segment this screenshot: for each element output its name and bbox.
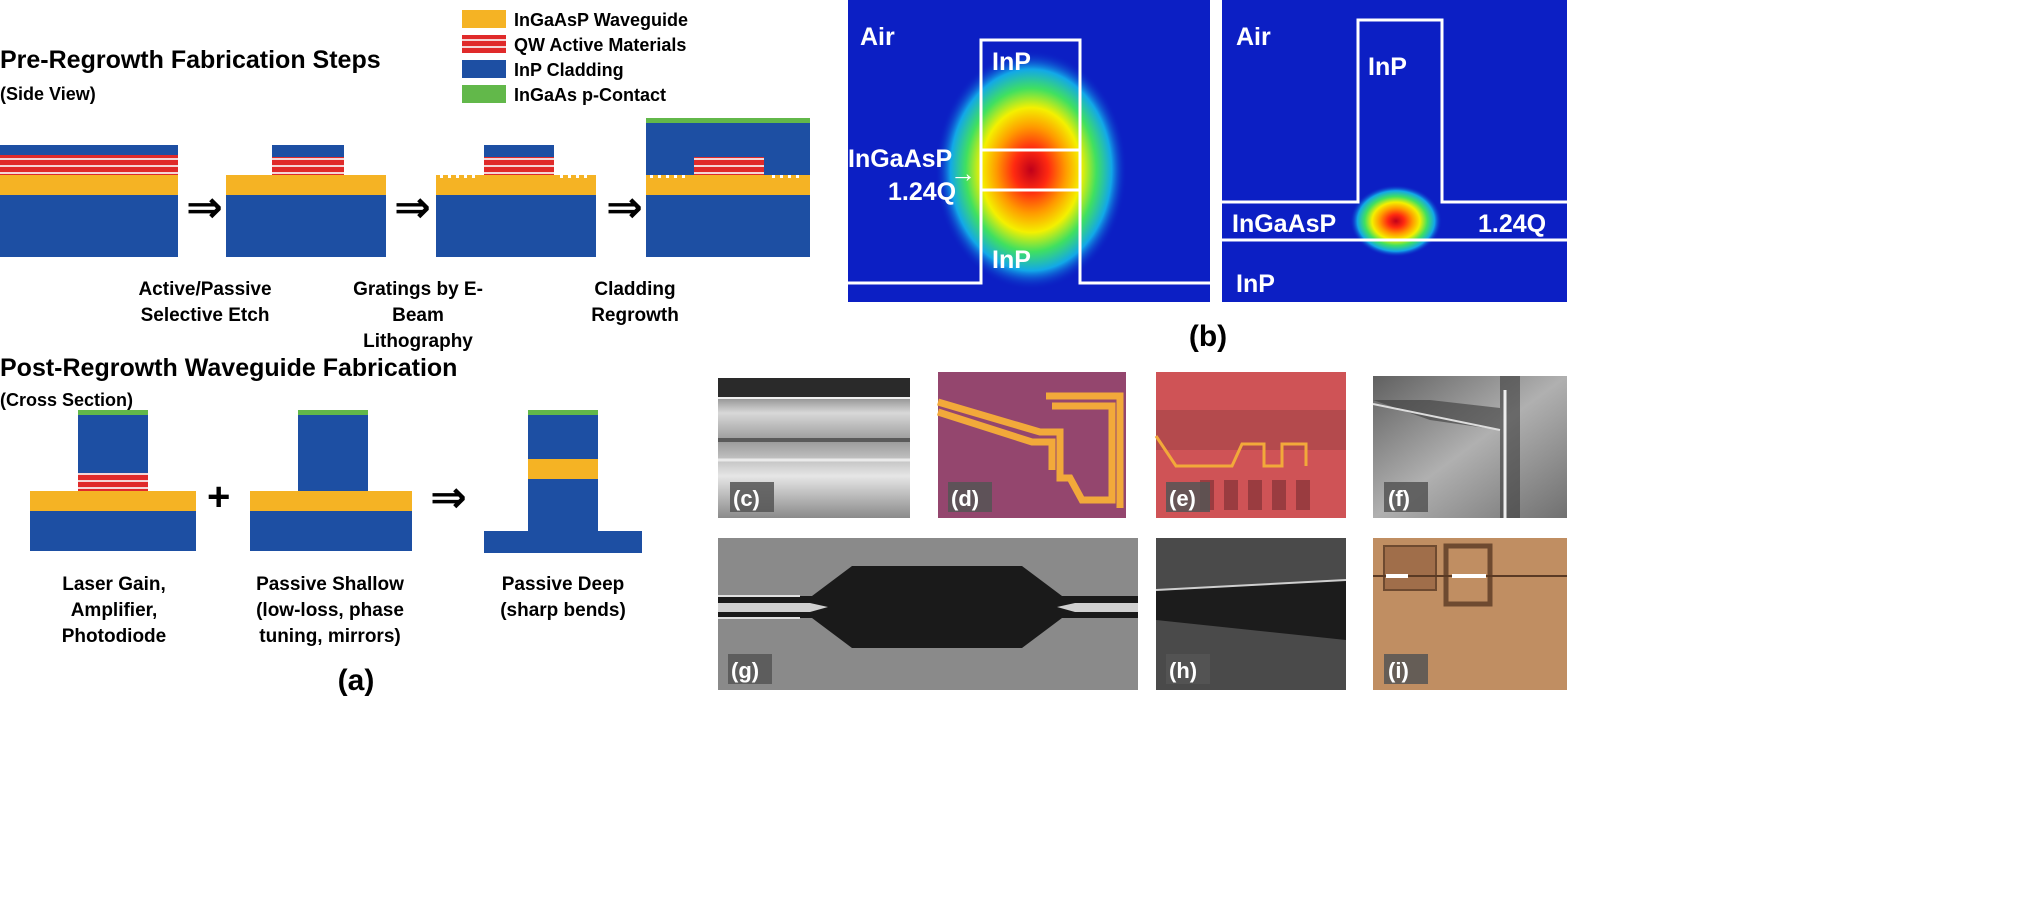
mode-plot-shallow: Air InP InGaAsP 1.24Q InP: [1222, 0, 1567, 302]
step-label-regrowth: Cladding Regrowth: [591, 279, 679, 326]
svg-text:Passive Deep: Passive Deep: [502, 574, 625, 595]
micrograph-f: (f): [1372, 376, 1567, 518]
arrow-2: ⇒: [394, 183, 431, 232]
step-label-etch: Active/Passive Selective Etch: [138, 279, 271, 326]
cross-label-shallow: Passive Shallow (low-loss, phase tuning,…: [256, 574, 404, 647]
plus-sign: +: [207, 475, 230, 519]
svg-text:Photodiode: Photodiode: [62, 626, 166, 647]
side-view-step-3: [436, 145, 596, 257]
svg-text:Active/Passive: Active/Passive: [138, 279, 271, 300]
shallow-air-label: Air: [1236, 23, 1271, 51]
arrow-3: ⇒: [606, 183, 643, 232]
caption-b: (b): [1189, 320, 1227, 353]
micrograph-i: (i): [1373, 538, 1567, 690]
caption-a: (a): [338, 664, 375, 697]
legend-swatch-waveguide: [462, 10, 506, 28]
svg-text:Regrowth: Regrowth: [591, 305, 679, 326]
step-label-gratings: Gratings by E- Beam Lithography: [353, 279, 483, 352]
side-view-step-1: [0, 145, 178, 257]
legend: InGaAsP Waveguide QW Active Materials In…: [462, 10, 688, 105]
side-view-step-4: [646, 118, 810, 257]
shallow-inp-bottom-label: InP: [1236, 270, 1275, 298]
svg-text:tuning, mirrors): tuning, mirrors): [259, 626, 400, 647]
deep-inp-top-label: InP: [992, 48, 1031, 76]
deep-air-label: Air: [860, 23, 895, 51]
post-regrowth-title: Post-Regrowth Waveguide Fabrication: [0, 354, 457, 382]
legend-swatch-contact: [462, 85, 506, 103]
panel-a: Pre-Regrowth Fabrication Steps (Side Vie…: [0, 10, 810, 697]
deep-q-label: 1.24Q: [888, 178, 956, 206]
shallow-inp-top-label: InP: [1368, 53, 1407, 81]
deep-arrow-label: →: [950, 158, 976, 188]
micrograph-label-e: (e): [1169, 486, 1196, 511]
micrograph-c: (c): [718, 378, 910, 518]
micrograph-e: (e): [1154, 372, 1346, 518]
pre-regrowth-subtitle: (Side View): [0, 84, 96, 104]
micrograph-label-f: (f): [1388, 486, 1410, 511]
svg-text:Amplifier,: Amplifier,: [71, 600, 158, 621]
cross-label-deep: Passive Deep (sharp bends): [500, 574, 626, 621]
deep-inp-bottom-label: InP: [992, 246, 1031, 274]
svg-text:Gratings by E-: Gratings by E-: [353, 279, 483, 300]
arrow-4: ⇒: [430, 473, 467, 522]
cross-section-shallow: [250, 410, 412, 551]
side-view-step-2: [226, 145, 386, 257]
mode-plot-deep: Air InP InGaAsP → 1.24Q InP: [848, 0, 1210, 302]
legend-label-waveguide: InGaAsP Waveguide: [514, 10, 688, 30]
pre-regrowth-title: Pre-Regrowth Fabrication Steps: [0, 46, 381, 74]
micrograph-label-d: (d): [951, 486, 979, 511]
micrograph-label-c: (c): [733, 486, 760, 511]
svg-text:Selective Etch: Selective Etch: [141, 305, 270, 326]
legend-label-contact: InGaAs p-Contact: [514, 85, 666, 105]
svg-text:Passive Shallow: Passive Shallow: [256, 574, 404, 595]
micrograph-h: (h): [1155, 538, 1347, 690]
arrow-1: ⇒: [186, 183, 223, 232]
cross-section-deep: [484, 410, 642, 553]
legend-swatch-qw: [462, 35, 506, 53]
svg-text:Cladding: Cladding: [594, 279, 675, 300]
svg-text:(sharp bends): (sharp bends): [500, 600, 626, 621]
deep-ingaasp-label: InGaAsP: [848, 145, 952, 173]
micrograph-label-g: (g): [731, 658, 759, 683]
micrograph-label-h: (h): [1169, 658, 1197, 683]
legend-label-cladding: InP Cladding: [514, 60, 624, 80]
micrograph-d: (d): [936, 372, 1126, 518]
svg-text:Lithography: Lithography: [363, 331, 473, 352]
legend-swatch-cladding: [462, 60, 506, 78]
cross-label-active: Laser Gain, Amplifier, Photodiode: [62, 574, 166, 647]
micrograph-g: (g): [718, 538, 1138, 690]
svg-text:Laser Gain,: Laser Gain,: [62, 574, 166, 595]
svg-text:Beam: Beam: [392, 305, 444, 326]
shallow-ingaasp-label: InGaAsP: [1232, 210, 1336, 238]
legend-label-qw: QW Active Materials: [514, 35, 686, 55]
svg-text:(low-loss, phase: (low-loss, phase: [256, 600, 404, 621]
post-regrowth-subtitle: (Cross Section): [0, 390, 133, 410]
cross-section-active: [30, 410, 196, 551]
shallow-q-label: 1.24Q: [1478, 210, 1546, 238]
panel-b: Air InP InGaAsP → 1.24Q InP Air InP InGa…: [848, 0, 1567, 353]
micrograph-label-i: (i): [1388, 658, 1409, 683]
